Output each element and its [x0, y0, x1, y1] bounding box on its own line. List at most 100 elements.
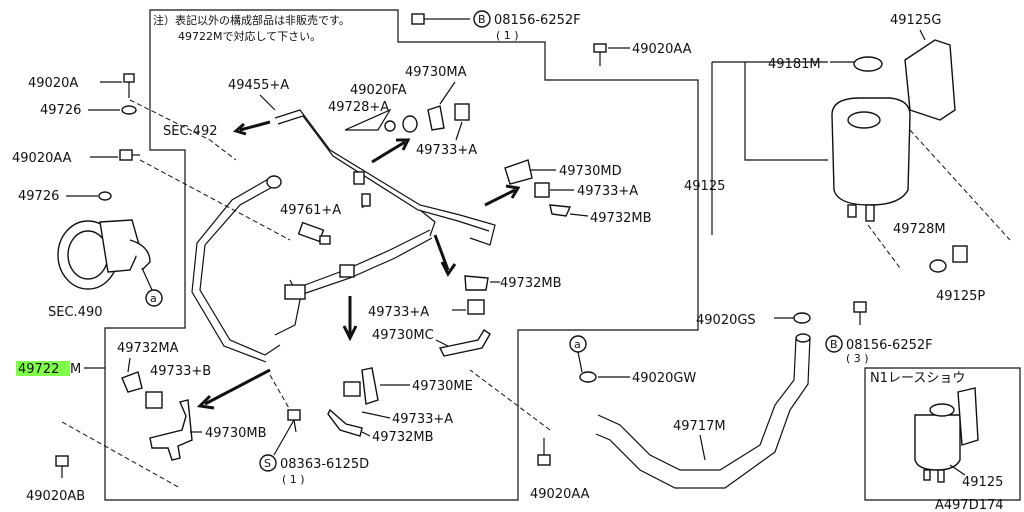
label-49125-n1: 49125 — [962, 475, 1003, 490]
qty-08156-right: ( 3 ) — [846, 352, 869, 365]
leader-49733A-4 — [361, 411, 391, 419]
grommet-49733B[interactable] — [145, 391, 163, 409]
bolt-08156-right[interactable] — [853, 301, 867, 325]
bolt-top[interactable] — [411, 13, 438, 25]
label-49181M: 49181M — [768, 57, 821, 72]
label-49722M-b: M — [70, 362, 81, 377]
arrow-sec492 — [232, 120, 271, 136]
label-49730MA: 49730MA — [405, 65, 467, 80]
reservoir-cap[interactable] — [853, 56, 883, 72]
leader-49732MB-1 — [569, 213, 589, 217]
circle-b-icon — [473, 10, 491, 28]
leader-49732MB-3 — [361, 431, 371, 437]
label-49732MB-1: 49732MB — [590, 211, 652, 226]
label-49125: 49125 — [684, 179, 725, 194]
label-49730MC: 49730MC — [372, 328, 434, 343]
leader-49730MC — [435, 339, 449, 347]
grommet-49733A-2[interactable] — [534, 182, 550, 198]
bracket-49730MB[interactable] — [149, 399, 193, 461]
label-49020GW: 49020GW — [632, 371, 696, 386]
grommet-49728M[interactable] — [929, 259, 947, 273]
bolt-49020AB[interactable] — [55, 455, 69, 478]
sensor-49761[interactable] — [297, 193, 371, 245]
leader-49730MA — [439, 81, 456, 105]
leader-49455A — [259, 94, 276, 111]
label-49761A: 49761+A — [280, 203, 341, 218]
bracket-49730MD[interactable] — [504, 159, 533, 185]
label-49732MB-2: 49732MB — [500, 276, 562, 291]
label-sec490: SEC.490 — [48, 305, 103, 320]
bolt-49020A[interactable] — [123, 73, 135, 98]
label-49125G: 49125G — [890, 13, 941, 28]
label-49020AB: 49020AB — [26, 489, 85, 504]
bracket-49125G[interactable] — [904, 39, 956, 121]
label-49732MA: 49732MA — [117, 341, 179, 356]
guide-line-3 — [61, 374, 291, 489]
label-49125P: 49125P — [936, 289, 985, 304]
bolt-49020AA-top[interactable] — [593, 43, 607, 66]
clamp-49732MA[interactable] — [121, 371, 143, 393]
reservoir-tank[interactable] — [831, 97, 911, 222]
arrow-centre-group — [433, 234, 457, 277]
label-49730MD: 49730MD — [559, 164, 622, 179]
label-49726-a: 49726 — [40, 103, 81, 118]
note-line-2: 49722Mで対応して下さい。 — [178, 29, 321, 43]
clip-small-hose[interactable] — [353, 171, 365, 185]
circle-b-right-text: B — [830, 338, 838, 351]
figure-code: A497D174 — [935, 498, 1004, 512]
note-line-1: 注）表記以外の構成部品は非販売です。 — [153, 13, 350, 27]
leader-49733A-1 — [455, 121, 463, 141]
bracket-49730MC[interactable] — [438, 329, 491, 357]
washer-49726-a[interactable] — [121, 105, 137, 115]
label-49717M: 49717M — [673, 419, 726, 434]
leader-08363 — [273, 419, 295, 456]
label-49020FA: 49020FA — [350, 83, 407, 98]
clamp-49732MB-1[interactable] — [549, 204, 572, 217]
n1-reservoir[interactable] — [914, 387, 979, 483]
clip-assembly-top[interactable] — [384, 103, 470, 133]
label-49020A: 49020A — [28, 76, 78, 91]
qty-08363: ( 1 ) — [282, 473, 305, 486]
bolt-49020AA-left[interactable] — [119, 149, 140, 161]
label-08156-6252F-right: 08156-6252F — [846, 338, 933, 353]
clamp-49020GW[interactable] — [579, 371, 597, 383]
label-sec492: SEC.492 — [163, 124, 218, 139]
label-49733A-4: 49733+A — [392, 412, 453, 427]
leader-49717M — [699, 434, 706, 461]
label-49728A: 49728+A — [328, 100, 389, 115]
bolt-49020AA-bottom[interactable] — [537, 438, 551, 466]
arrow-right-group — [484, 184, 521, 207]
circle-a-left-text: a — [150, 292, 157, 305]
leader-49125G — [919, 29, 926, 41]
label-49732MB-3: 49732MB — [372, 430, 434, 445]
guide-line-2 — [139, 159, 291, 241]
label-49728M: 49728M — [893, 222, 946, 237]
power-steering-pump[interactable] — [57, 219, 151, 290]
right-bracket-frame — [711, 61, 828, 235]
label-49020AA-top: 49020AA — [632, 42, 692, 57]
grommet-49125P[interactable] — [952, 245, 968, 263]
washer-49726-b[interactable] — [98, 191, 112, 201]
leader-49732MA — [127, 357, 131, 373]
clamp-49020GS[interactable] — [793, 312, 811, 324]
label-49020GS: 49020GS — [696, 313, 756, 328]
label-49730MB: 49730MB — [205, 426, 267, 441]
return-hose-49717M[interactable] — [595, 333, 811, 489]
label-08156-6252F-top: 08156-6252F — [494, 13, 581, 28]
label-49726-b: 49726 — [18, 189, 59, 204]
n1-inset-title: N1レースショウ — [870, 371, 965, 386]
leader-triangle — [344, 108, 392, 131]
pressure-hose-assembly[interactable] — [191, 109, 496, 363]
leader-49125-n1 — [949, 464, 966, 476]
clamp-49732MB-2[interactable] — [464, 275, 489, 291]
label-49722M-a: 49722 — [18, 362, 59, 377]
guide-line-1 — [129, 99, 237, 161]
highlight-49722M — [16, 361, 70, 376]
label-49733A-2: 49733+A — [577, 184, 638, 199]
grommet-49733A-3[interactable] — [467, 299, 485, 315]
label-49730ME: 49730ME — [412, 379, 473, 394]
bracket-49730ME[interactable] — [327, 367, 379, 437]
n1-inset-frame — [864, 367, 1021, 501]
label-49020AA-bottom: 49020AA — [530, 487, 590, 502]
